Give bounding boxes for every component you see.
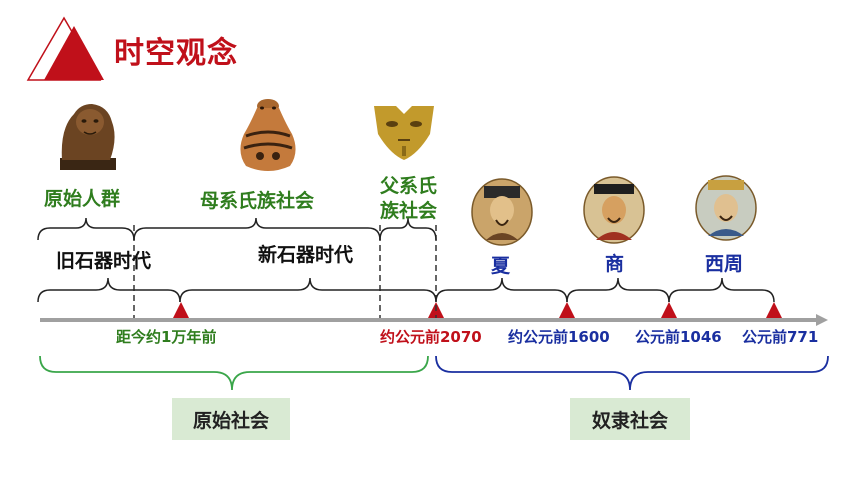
society-primitive-box: 原始社会 <box>172 398 290 440</box>
timeline-arrowhead <box>816 314 828 326</box>
marker-1046bc <box>661 302 677 318</box>
date-1600bc: 约公元前1600 <box>508 328 610 346</box>
period-patriarchal-line1: 父系氏 <box>380 175 438 197</box>
date-10000bp: 距今约1万年前 <box>116 328 217 346</box>
page-title: 时空观念 <box>114 36 238 71</box>
marker-1600bc <box>559 302 575 318</box>
brace-patriarchal <box>379 217 437 241</box>
portrait-shang-ruler-icon <box>583 176 645 244</box>
portrait-xia-ruler-icon <box>471 178 533 246</box>
brace-primitive-horde <box>37 217 135 241</box>
dynasty-xia: 夏 <box>491 255 511 277</box>
brace-western-zhou <box>668 277 775 303</box>
dynasty-shang: 商 <box>605 253 625 275</box>
brace-shang <box>566 277 670 303</box>
brace-paleolithic <box>37 277 181 303</box>
society-primitive-label: 原始社会 <box>192 409 269 432</box>
brace-neolithic <box>179 277 437 303</box>
brace-xia <box>435 277 568 303</box>
painted-pottery-jar-icon <box>240 99 296 171</box>
portrait-zhou-ruler-icon <box>695 175 757 241</box>
era-paleolithic: 旧石器时代 <box>56 250 152 272</box>
society-slave-label: 奴隶社会 <box>591 409 668 432</box>
brace-primitive-society <box>39 355 429 391</box>
society-slave-box: 奴隶社会 <box>570 398 690 440</box>
logo-triangle-icon <box>26 16 104 81</box>
period-primitive-horde: 原始人群 <box>44 188 121 210</box>
date-771bc: 公元前771 <box>742 328 819 346</box>
era-neolithic: 新石器时代 <box>258 244 354 266</box>
period-patriarchal-line2: 族社会 <box>380 200 438 222</box>
dynasty-western-zhou: 西周 <box>705 253 744 275</box>
period-matriarchal: 母系氏族社会 <box>200 190 315 212</box>
brace-slave-society <box>435 355 829 391</box>
date-2070bc: 约公元前2070 <box>380 328 482 346</box>
marker-771bc <box>766 302 782 318</box>
early-human-bust-icon <box>60 104 116 170</box>
brace-matriarchal <box>133 217 381 241</box>
bronze-mask-icon <box>374 106 434 160</box>
marker-10000bp <box>173 302 189 318</box>
date-1046bc: 公元前1046 <box>635 328 722 346</box>
